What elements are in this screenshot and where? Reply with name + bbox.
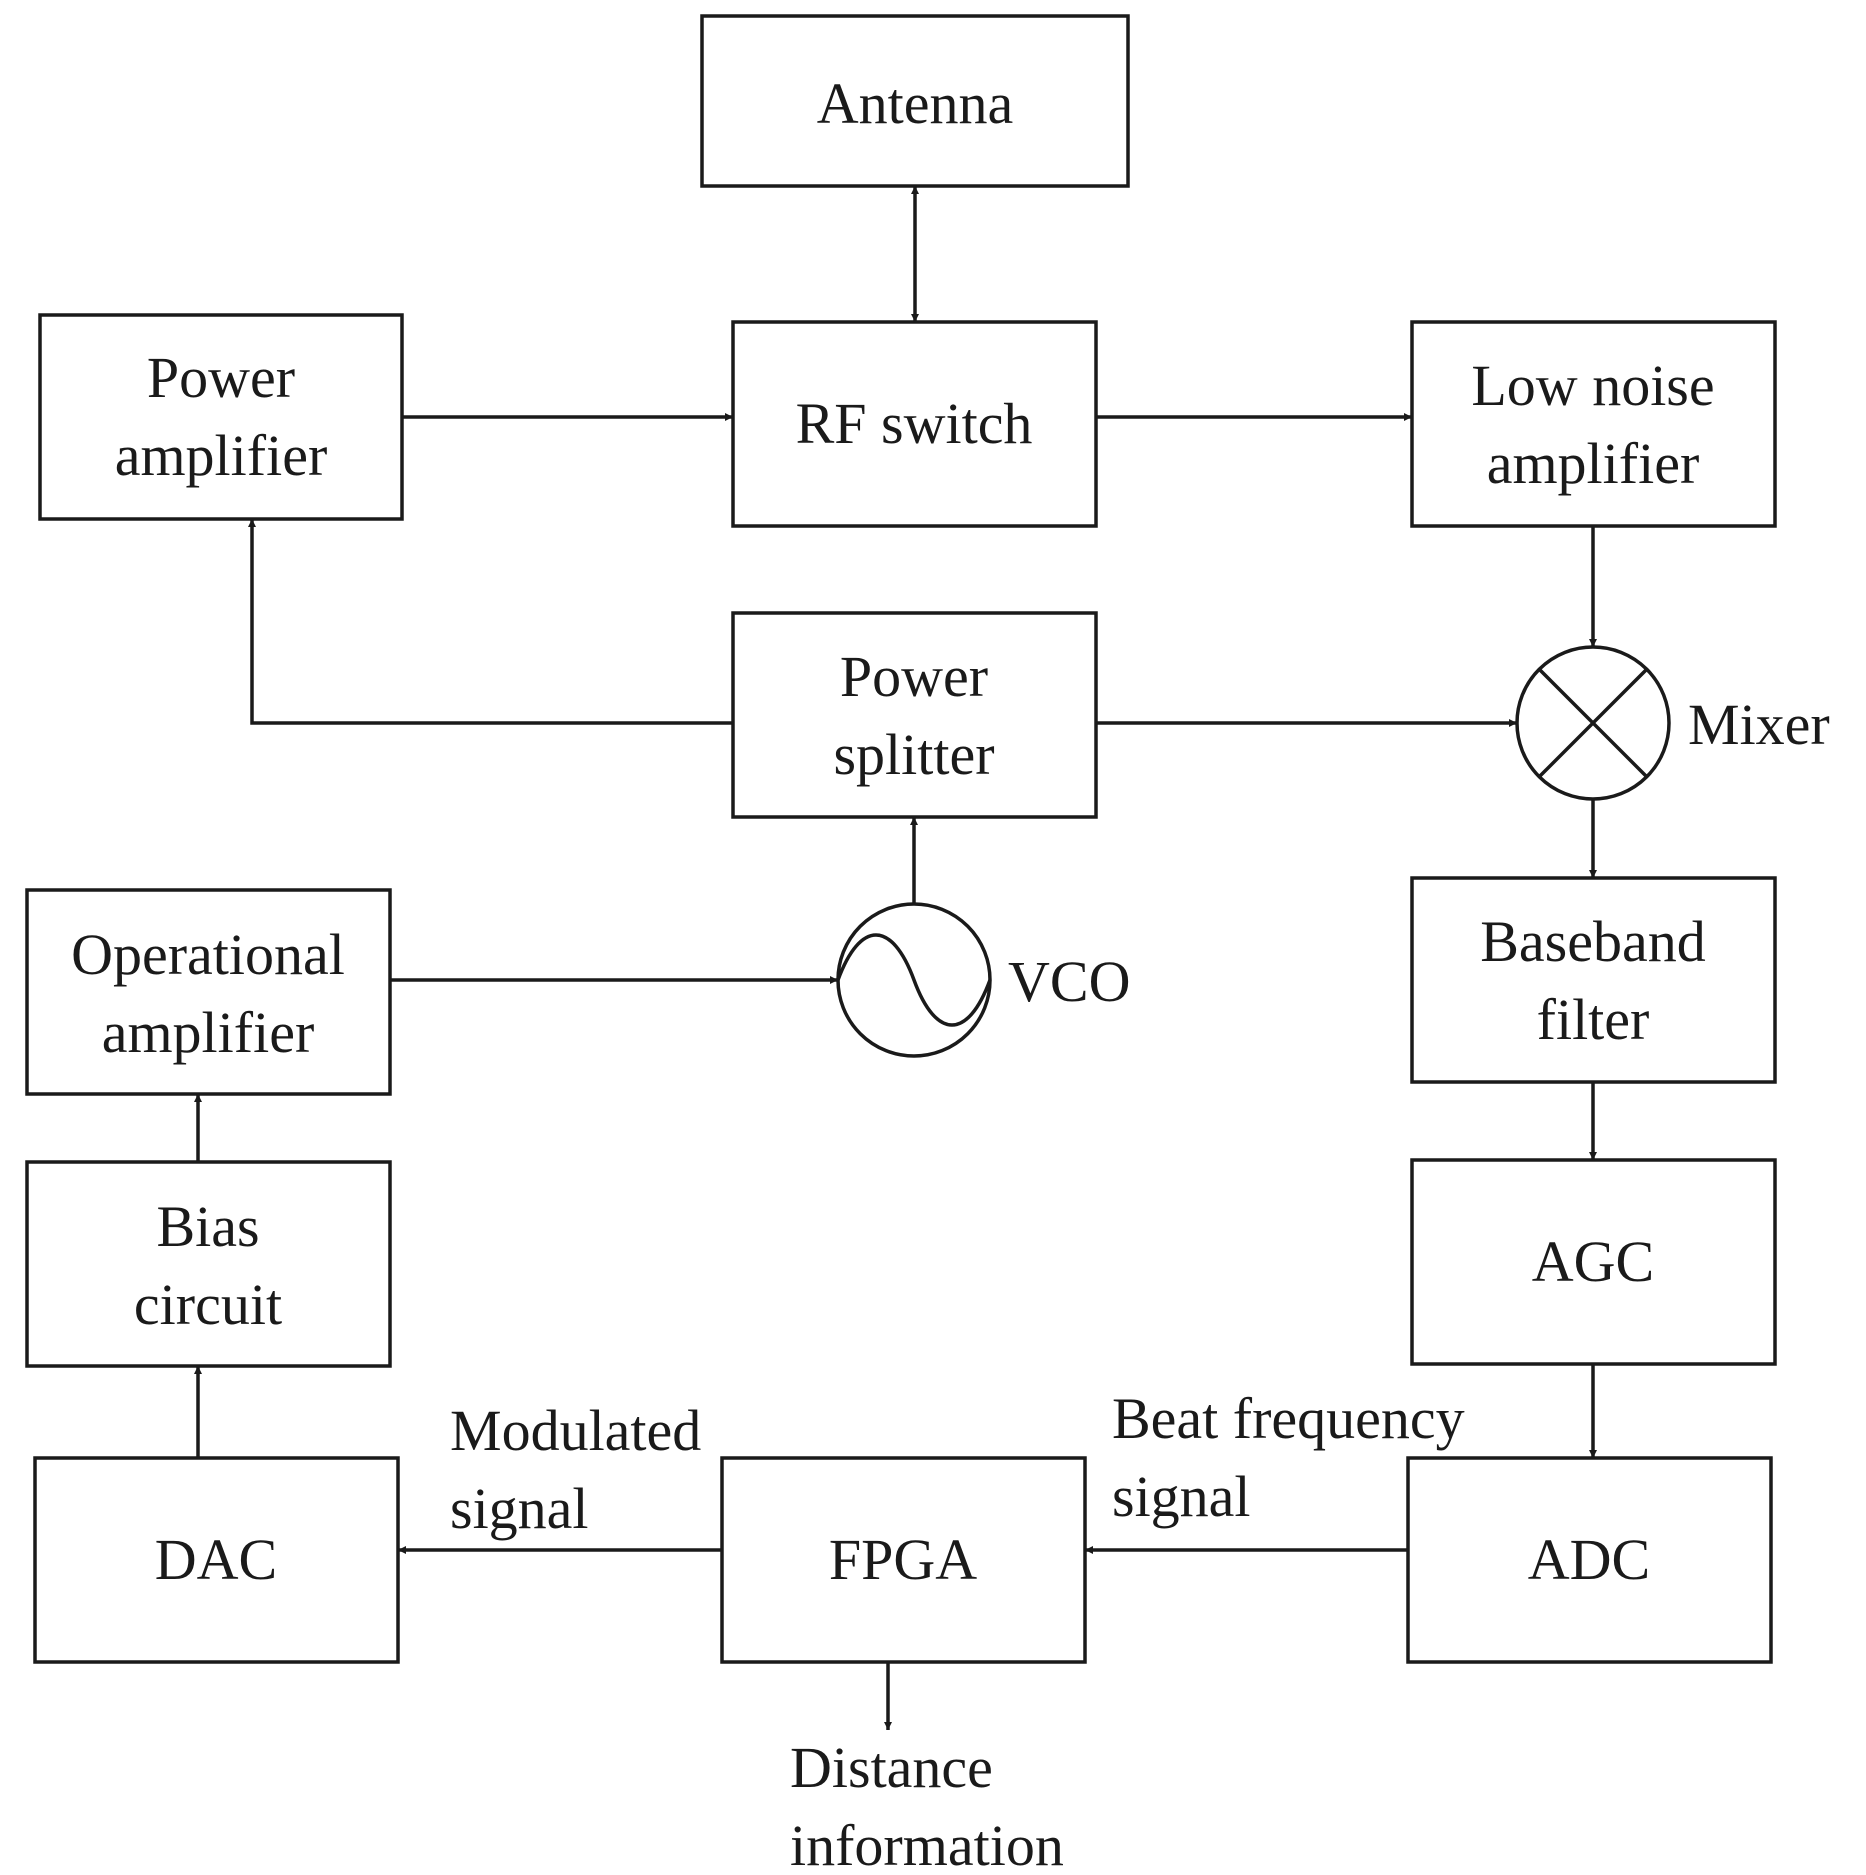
- mixer-label: Mixer: [1688, 692, 1830, 757]
- power-splitter-to-power-amplifier-arrow: [248, 519, 733, 725]
- adc-label: ADC: [1528, 1527, 1650, 1592]
- vco-label: VCO: [1008, 949, 1130, 1014]
- beat-frequency-signal-line2: signal: [1112, 1464, 1251, 1529]
- power-amplifier-block: Power amplifier: [38, 313, 404, 521]
- fpga-label: FPGA: [829, 1527, 977, 1592]
- power-amplifier-label-line2: amplifier: [115, 423, 328, 488]
- distance-information-label: Distance information: [790, 1735, 1064, 1875]
- power-splitter-label-line1: Power: [840, 644, 988, 709]
- vco-symbol: VCO: [836, 902, 1130, 1058]
- low-noise-amplifier-block: Low noise amplifier: [1410, 320, 1777, 528]
- fpga-block: FPGA: [720, 1456, 1087, 1664]
- dac-label: DAC: [155, 1527, 277, 1592]
- modulated-signal-line1: Modulated: [450, 1398, 701, 1463]
- agc-block: AGC: [1410, 1158, 1777, 1366]
- power-splitter-label-line2: splitter: [833, 722, 994, 787]
- beat-frequency-signal-label: Beat frequency signal: [1112, 1386, 1465, 1529]
- distance-information-line1: Distance: [790, 1735, 993, 1800]
- rf-switch-label: RF switch: [796, 391, 1033, 456]
- baseband-filter-label-line2: filter: [1537, 987, 1650, 1052]
- sine-wave-icon: [836, 933, 992, 1027]
- low-noise-amplifier-label-line2: amplifier: [1487, 431, 1700, 496]
- low-noise-amplifier-label-line1: Low noise: [1471, 353, 1714, 418]
- mixer-symbol: Mixer: [1515, 645, 1830, 801]
- bias-circuit-label-line2: circuit: [134, 1272, 282, 1337]
- operational-amplifier-label-line1: Operational: [71, 922, 345, 987]
- baseband-filter-label-line1: Baseband: [1480, 909, 1706, 974]
- distance-information-line2: information: [790, 1813, 1064, 1875]
- agc-label: AGC: [1532, 1229, 1654, 1294]
- bias-circuit-label-line1: Bias: [156, 1194, 259, 1259]
- baseband-filter-block: Baseband filter: [1410, 876, 1777, 1084]
- adc-block: ADC: [1406, 1456, 1773, 1664]
- dac-block: DAC: [33, 1456, 400, 1664]
- bias-circuit-block: Bias circuit: [25, 1160, 392, 1368]
- connections: [194, 186, 1597, 1730]
- modulated-signal-label: Modulated signal: [450, 1398, 701, 1541]
- modulated-signal-line2: signal: [450, 1476, 589, 1541]
- beat-frequency-signal-line1: Beat frequency: [1112, 1386, 1465, 1451]
- operational-amplifier-label-line2: amplifier: [102, 1000, 315, 1065]
- rf-switch-block: RF switch: [731, 320, 1098, 528]
- operational-amplifier-block: Operational amplifier: [25, 888, 392, 1096]
- antenna-block: Antenna: [700, 14, 1130, 188]
- antenna-label: Antenna: [817, 71, 1014, 136]
- power-amplifier-label-line1: Power: [147, 345, 295, 410]
- power-splitter-block: Power splitter: [731, 611, 1098, 819]
- mixer-cross-line-b: [1537, 667, 1649, 779]
